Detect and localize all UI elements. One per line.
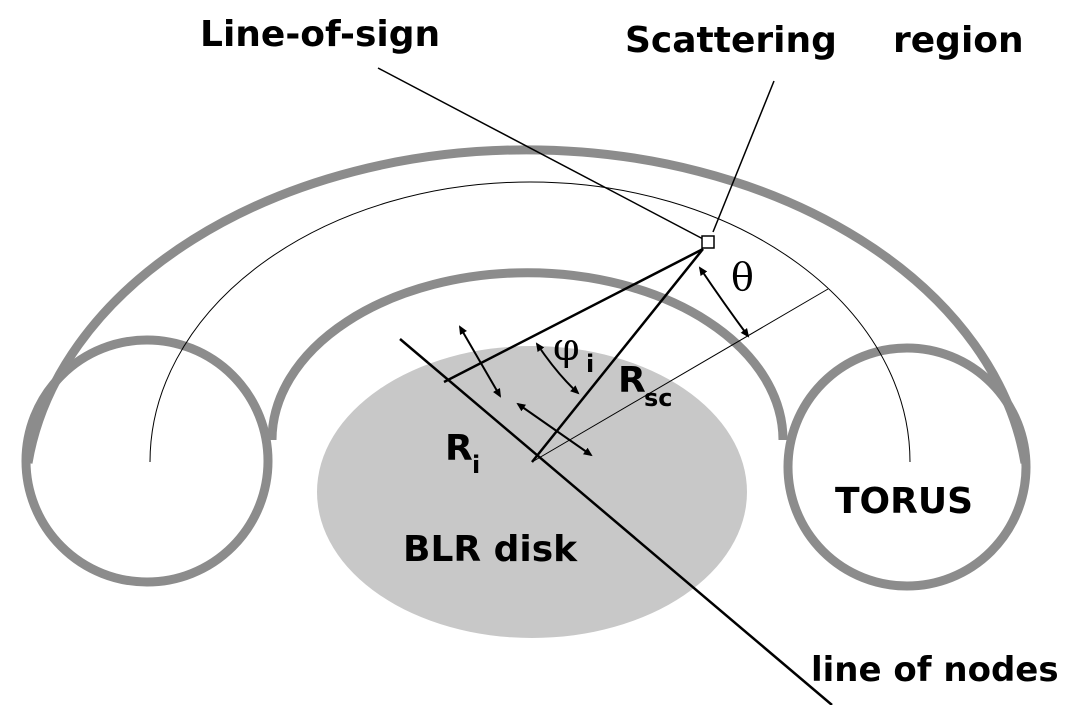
phi-arrow: [535, 342, 580, 395]
label-scattering: Scattering: [625, 20, 837, 61]
label-phi-sub: i: [586, 350, 594, 378]
ri-lower-arrow: [516, 402, 593, 457]
theta-arrow: [698, 266, 750, 338]
line-of-sight: [377, 67, 706, 241]
line-of-nodes: [399, 338, 833, 705]
scattering-region-pointer: [712, 80, 775, 233]
torus-inner-arc: [267, 268, 788, 441]
label-theta: θ: [731, 255, 754, 299]
label-r-sc-sub: sc: [644, 384, 673, 412]
label-region: region: [893, 20, 1024, 61]
label-line-of-nodes: line of nodes: [811, 650, 1059, 690]
label-r-i: R: [445, 428, 473, 469]
label-r-sc: R: [618, 360, 646, 401]
torus-mid-arc: [149, 181, 911, 463]
ri-upper-arrow: [458, 325, 502, 398]
label-torus: TORUS: [835, 481, 973, 522]
blr-disk: [317, 346, 747, 638]
torus-outer-arc: [23, 145, 1030, 464]
label-r-i-sub: i: [472, 451, 480, 479]
label-blr-disk: BLR disk: [403, 529, 578, 570]
scattering-region-box: [701, 235, 715, 249]
label-line-of-sight: Line-of-sign: [200, 14, 440, 55]
torus-right-cross-section: [783, 343, 1031, 591]
label-phi: φ: [553, 325, 580, 369]
